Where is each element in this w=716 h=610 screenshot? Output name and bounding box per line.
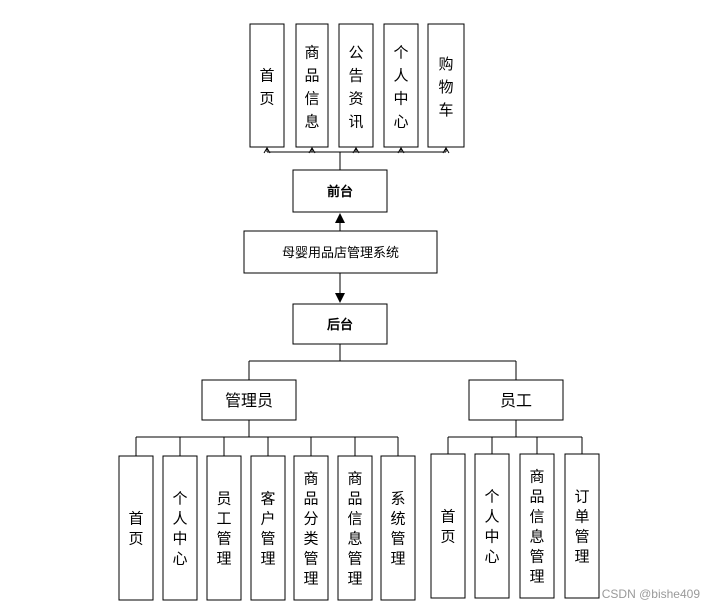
- backend-label: 后台: [327, 317, 353, 333]
- frontend-module-2-arrow: [352, 147, 360, 154]
- frontend-module-0-arrow: [263, 147, 271, 154]
- frontend-module-3-label: 个人中心: [393, 43, 408, 130]
- frontend-label: 前台: [327, 184, 353, 200]
- frontend-module-3-arrow: [397, 147, 405, 154]
- admin-module-2: 员工管理: [206, 455, 242, 601]
- staff-module-2: 商品信息管理: [519, 453, 555, 599]
- frontend-module-2-label: 公告资讯: [348, 43, 363, 130]
- system-label: 母婴用品店管理系统: [282, 246, 399, 261]
- backend-node: 后台: [292, 303, 388, 345]
- frontend-module-4: 购物车: [427, 23, 465, 148]
- staff-module-0: 首页: [430, 453, 466, 599]
- admin-module-3: 客户管理: [250, 455, 286, 601]
- frontend-module-1: 商品信息: [295, 23, 329, 148]
- staff-module-0-label: 首页: [440, 508, 455, 546]
- staff-node: 员工: [468, 379, 564, 421]
- staff-module-3-label: 订单管理: [574, 488, 589, 566]
- frontend-module-4-arrow: [442, 147, 450, 154]
- module-boxes: 首页商品信息公告资讯个人中心购物车首页个人中心员工管理客户管理商品分类管理商品信…: [118, 23, 600, 601]
- admin-module-3-label: 客户管理: [260, 490, 275, 568]
- admin-module-4-label: 商品分类管理: [303, 470, 318, 588]
- admin-module-6: 系统管理: [380, 455, 416, 601]
- staff-module-2-label: 商品信息管理: [529, 468, 544, 586]
- frontend-module-1-label: 商品信息: [304, 43, 319, 130]
- staff-module-1-label: 个人中心: [484, 488, 499, 566]
- frontend-module-1-arrow: [308, 147, 316, 154]
- staff-module-3: 订单管理: [564, 453, 600, 599]
- frontend-module-4-label: 购物车: [438, 55, 453, 119]
- connector-lines: [135, 147, 583, 456]
- frontend-node: 前台: [292, 169, 388, 213]
- admin-module-5-label: 商品信息管理: [347, 470, 362, 588]
- staff-module-1: 个人中心: [474, 453, 510, 599]
- admin-module-2-label: 员工管理: [216, 490, 231, 568]
- admin-node: 管理员: [201, 379, 297, 421]
- frontend-module-0-label: 首页: [259, 66, 274, 107]
- staff-label: 员工: [500, 391, 532, 410]
- frontend-module-3: 个人中心: [383, 23, 419, 148]
- admin-module-1: 个人中心: [162, 455, 198, 601]
- watermark-text: CSDN @bishe409: [602, 587, 701, 601]
- admin-module-0-label: 首页: [128, 510, 143, 548]
- admin-module-1-label: 个人中心: [172, 490, 187, 568]
- admin-module-5: 商品信息管理: [337, 455, 373, 601]
- admin-module-0: 首页: [118, 455, 154, 601]
- admin-label: 管理员: [225, 391, 273, 410]
- frontend-module-2: 公告资讯: [338, 23, 374, 148]
- admin-module-4: 商品分类管理: [293, 455, 329, 601]
- admin-module-6-label: 系统管理: [390, 490, 405, 568]
- system-node: 母婴用品店管理系统: [243, 230, 438, 274]
- frontend-module-0: 首页: [249, 23, 285, 148]
